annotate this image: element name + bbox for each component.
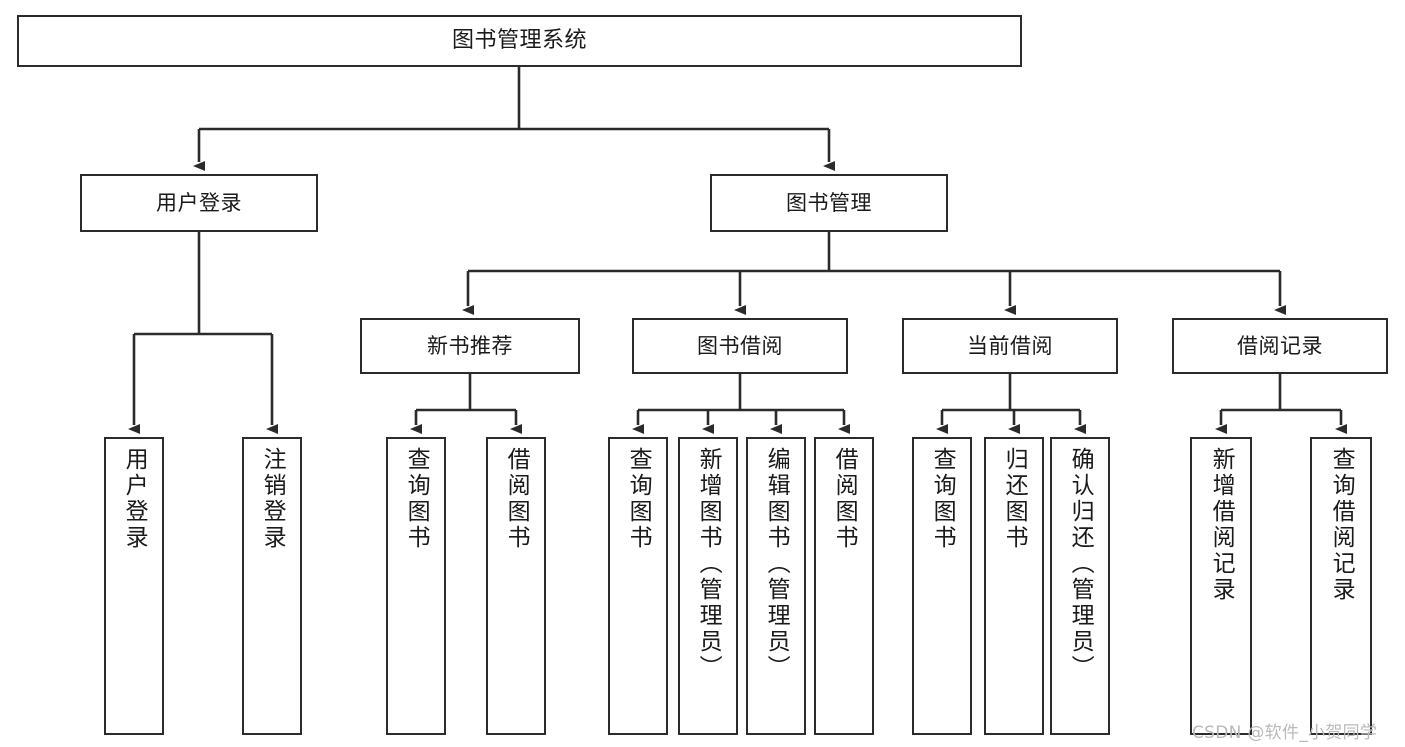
- leaf-node-label: 用户登录: [121, 447, 148, 551]
- leaf-node[interactable]: 注销登录: [242, 437, 302, 735]
- node-borrow-records-label: 借阅记录: [1237, 333, 1323, 358]
- node-new-book-recommend-label: 新书推荐: [427, 333, 513, 358]
- leaf-node[interactable]: 查询图书: [608, 437, 668, 735]
- node-root[interactable]: 图书管理系统: [17, 15, 1022, 67]
- node-borrow-records[interactable]: 借阅记录: [1172, 318, 1388, 374]
- leaf-node[interactable]: 借阅图书: [814, 437, 874, 735]
- leaf-node-label: 查询图书: [403, 447, 430, 551]
- leaf-node-label: 查询借阅记录: [1328, 447, 1355, 603]
- node-current-borrow-label: 当前借阅: [967, 333, 1053, 358]
- leaf-node-label: 借阅图书: [503, 447, 530, 551]
- leaf-node[interactable]: 查询图书: [912, 437, 972, 735]
- watermark: CSDN @软件_小贺同学: [1192, 723, 1378, 743]
- leaf-node-label: 归还图书: [1001, 447, 1028, 551]
- leaf-node-label: 借阅图书: [831, 447, 858, 551]
- node-root-label: 图书管理系统: [451, 28, 587, 54]
- node-book-borrow-label: 图书借阅: [697, 333, 783, 358]
- leaf-node[interactable]: 编辑图书（管理员）: [746, 437, 806, 735]
- leaf-node[interactable]: 借阅图书: [486, 437, 546, 735]
- leaf-node[interactable]: 新增借阅记录: [1190, 437, 1252, 735]
- leaf-node-label: 新增借阅记录: [1208, 447, 1235, 603]
- leaf-node-label: 确认归还（管理员）: [1067, 447, 1094, 681]
- node-current-borrow[interactable]: 当前借阅: [902, 318, 1118, 374]
- leaf-node-label: 注销登录: [259, 447, 286, 551]
- leaf-node[interactable]: 查询图书: [386, 437, 446, 735]
- node-book-management[interactable]: 图书管理: [710, 174, 948, 232]
- leaf-node-label: 编辑图书（管理员）: [763, 447, 790, 681]
- node-user-login[interactable]: 用户登录: [80, 174, 318, 232]
- node-book-management-label: 图书管理: [786, 190, 872, 215]
- leaf-node-label: 新增图书（管理员）: [695, 447, 722, 681]
- leaf-node[interactable]: 用户登录: [104, 437, 164, 735]
- leaf-node[interactable]: 确认归还（管理员）: [1050, 437, 1110, 735]
- node-book-borrow[interactable]: 图书借阅: [632, 318, 848, 374]
- leaf-node-label: 查询图书: [929, 447, 956, 551]
- node-new-book-recommend[interactable]: 新书推荐: [360, 318, 580, 374]
- leaf-node[interactable]: 新增图书（管理员）: [678, 437, 738, 735]
- leaf-node[interactable]: 归还图书: [984, 437, 1044, 735]
- leaf-node[interactable]: 查询借阅记录: [1310, 437, 1372, 735]
- leaf-node-label: 查询图书: [625, 447, 652, 551]
- node-user-login-label: 用户登录: [156, 190, 242, 215]
